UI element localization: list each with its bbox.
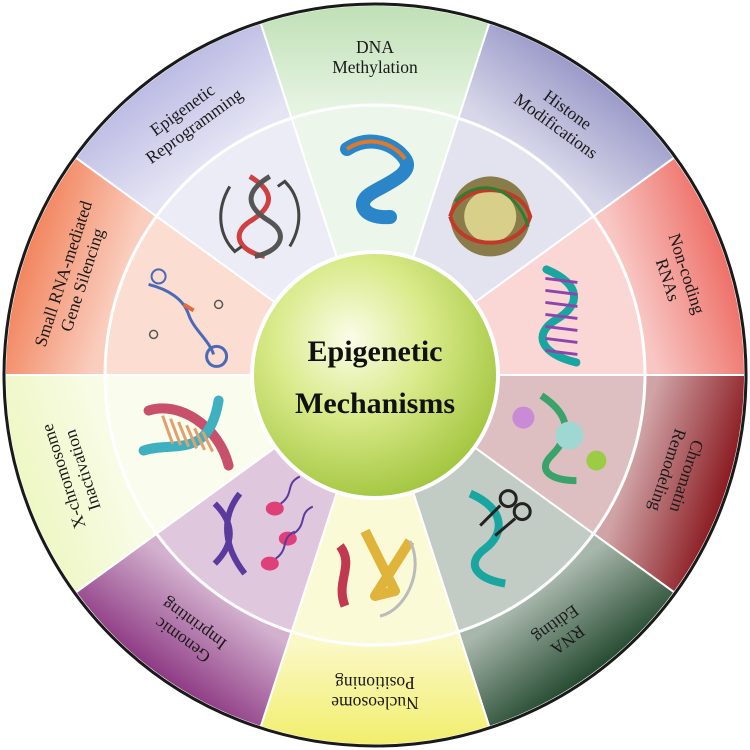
dna-ladder-icon	[138, 395, 234, 471]
protein-ribbon-icon	[336, 528, 417, 618]
center-title-line1: Epigenetic	[308, 335, 443, 368]
center-title-line2: Mechanisms	[295, 387, 455, 420]
scissors-dna-icon	[468, 489, 532, 588]
enzyme-dna-icon	[512, 392, 607, 485]
label-line: Methylation	[332, 57, 418, 77]
dna-sperm-icon	[212, 475, 314, 576]
label-line: Nucleosome	[331, 693, 419, 713]
twisted-dna-helix-icon	[340, 134, 414, 225]
nucleosome-icon	[448, 176, 533, 257]
dna-cycle-arrows-icon	[219, 174, 301, 259]
icon-layer	[138, 134, 607, 618]
hairpin-rna-icon	[148, 268, 229, 368]
label-line: DNA	[356, 37, 394, 57]
rna-strand-icon	[538, 265, 581, 367]
inner-border	[103, 103, 647, 647]
label-line: Positioning	[335, 673, 415, 693]
center-circle	[250, 250, 500, 500]
